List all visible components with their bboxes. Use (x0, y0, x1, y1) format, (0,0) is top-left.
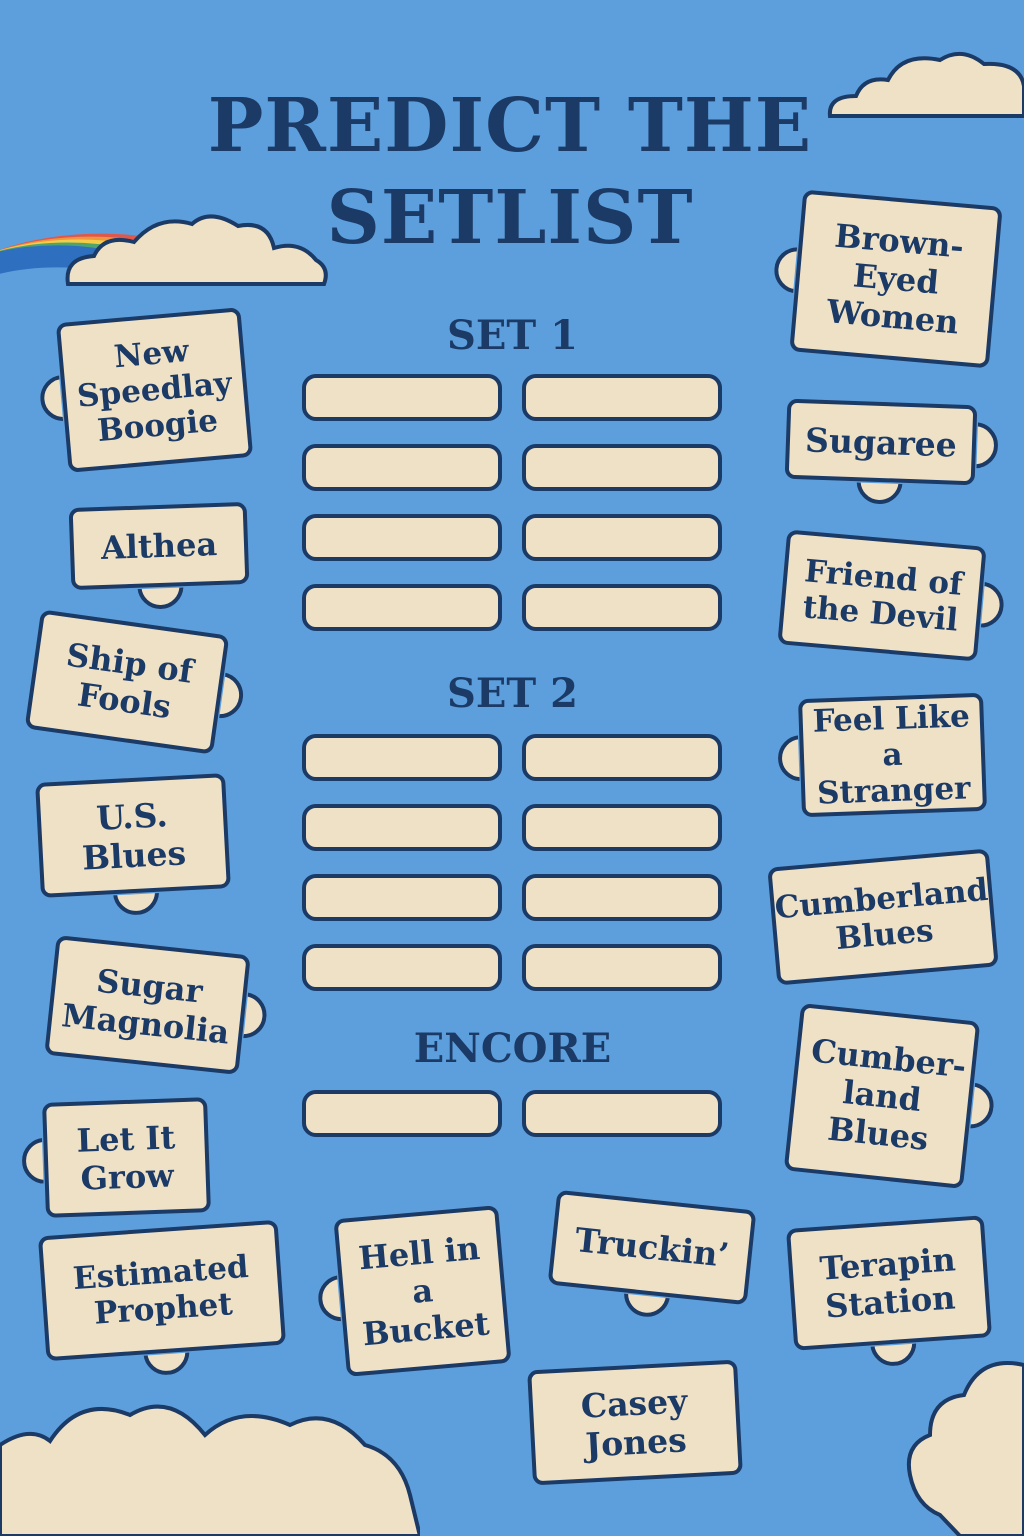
set-2-slot[interactable] (522, 734, 722, 781)
encore-heading: ENCORE (413, 1025, 612, 1072)
song-piece-cumber-land-blues[interactable]: Cumber-land Blues (783, 1003, 981, 1189)
song-piece-sugaree[interactable]: Sugaree (784, 398, 978, 486)
song-piece-estimated-prophet[interactable]: Estimated Prophet (37, 1219, 287, 1361)
cloud-icon (65, 214, 328, 286)
encore-slot[interactable] (302, 1090, 502, 1137)
cloud-icon (907, 1361, 1024, 1536)
cloud-icon (0, 1404, 420, 1536)
set-2-slot[interactable] (302, 804, 502, 851)
set-2-slot[interactable] (302, 944, 502, 991)
set-2-heading: SET 2 (447, 670, 578, 717)
set-1-slot[interactable] (302, 514, 502, 561)
song-piece-friend-of-the-devil[interactable]: Friend of the Devil (777, 529, 986, 662)
set-1-slot[interactable] (302, 374, 502, 421)
song-piece-cumberland-blues[interactable]: Cumberland Blues (767, 848, 999, 986)
song-piece-us-blues[interactable]: U.S. Blues (35, 773, 231, 898)
set-1-slot[interactable] (522, 584, 722, 631)
song-piece-truckin[interactable]: Truckin’ (547, 1189, 757, 1305)
set-2-slot[interactable] (522, 944, 722, 991)
set-2-slot[interactable] (302, 734, 502, 781)
encore-slot[interactable] (522, 1090, 722, 1137)
song-piece-hell-in-a-bucket[interactable]: Hell in a Bucket (333, 1205, 512, 1377)
song-piece-new-speedlay-boogie[interactable]: New Speedlay Boogie (56, 307, 254, 473)
song-piece-let-it-grow[interactable]: Let It Grow (42, 1097, 211, 1218)
set-2-slot[interactable] (522, 874, 722, 921)
song-piece-feel-like-a-stranger[interactable]: Feel Like a Stranger (798, 692, 988, 818)
set-1-heading: SET 1 (447, 312, 578, 359)
set-2-slot[interactable] (302, 874, 502, 921)
song-piece-brown-eyed-women[interactable]: Brown-Eyed Women (789, 189, 1003, 369)
set-1-slot[interactable] (302, 584, 502, 631)
song-piece-sugar-magnolia[interactable]: Sugar Magnolia (44, 935, 250, 1075)
song-piece-ship-of-fools[interactable]: Ship of Fools (24, 609, 230, 755)
song-piece-casey-jones[interactable]: Casey Jones (527, 1359, 743, 1486)
set-2-slot[interactable] (522, 804, 722, 851)
song-piece-terapin-station[interactable]: Terapin Station (785, 1215, 993, 1351)
song-piece-althea[interactable]: Althea (68, 501, 250, 590)
set-1-slot[interactable] (302, 444, 502, 491)
cloud-icon (827, 52, 1024, 118)
set-1-slot[interactable] (522, 374, 722, 421)
set-1-slot[interactable] (522, 444, 722, 491)
page-title: PREDICT THE SETLIST (207, 83, 813, 261)
set-1-slot[interactable] (522, 514, 722, 561)
